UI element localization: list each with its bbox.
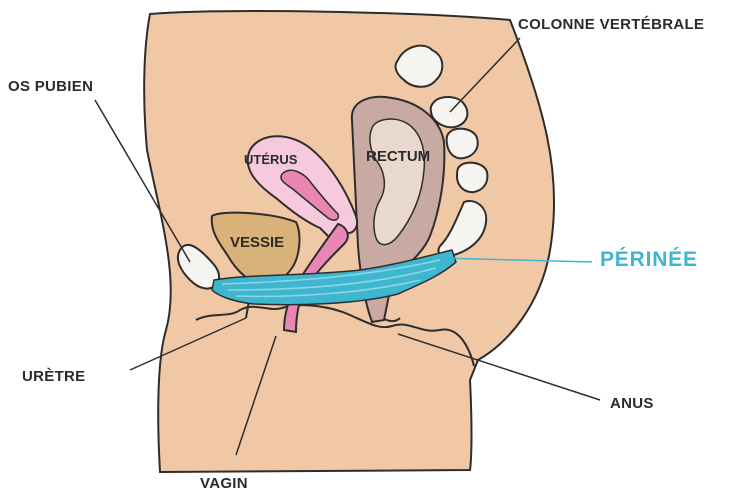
body-silhouette [144,11,554,472]
label-uterus: UTÉRUS [244,152,297,167]
label-perinee: PÉRINÉE [600,248,698,272]
label-vessie: VESSIE [230,234,284,251]
label-colonne-vertebrale: COLONNE VERTÉBRALE [518,16,704,33]
label-rectum: RECTUM [366,148,430,165]
label-anus: ANUS [610,395,654,412]
label-vagin: VAGIN [200,475,248,492]
vertebra-3 [447,129,478,159]
label-os-pubien: OS PUBIEN [8,78,93,95]
label-uretre: URÈTRE [22,368,85,385]
vertebra-4 [457,163,487,192]
